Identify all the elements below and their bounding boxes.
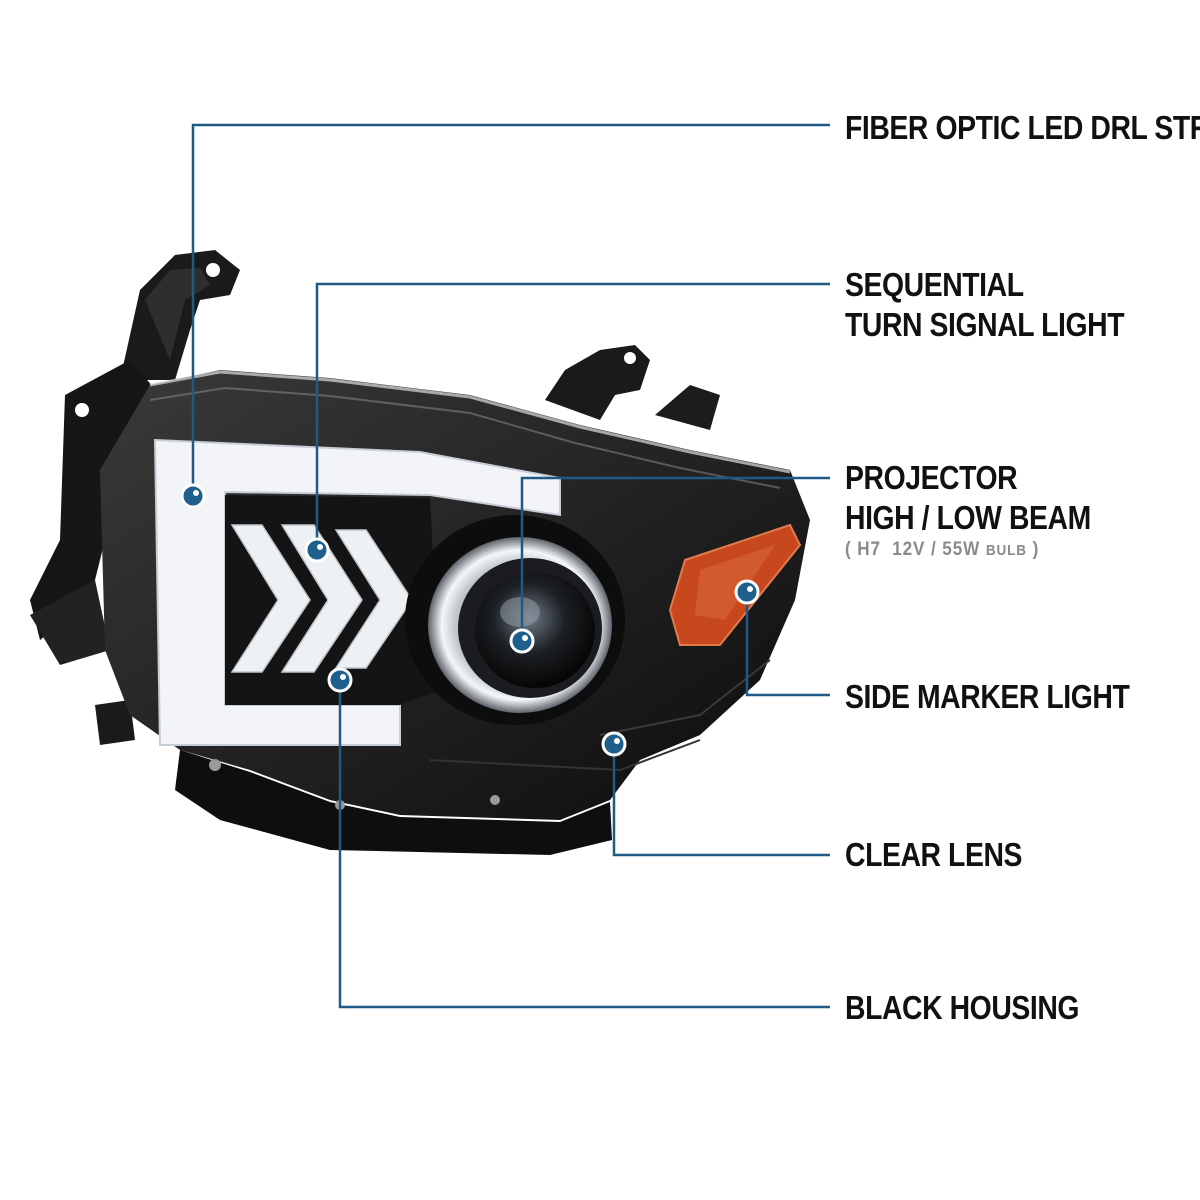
leader-line-sequential: [315, 282, 830, 550]
leader-line-fiber-optic: [191, 123, 830, 496]
callout-label-projector: PROJECTOR HIGH / LOW BEAM: [845, 459, 1091, 536]
leader-line-clear-lens: [612, 744, 830, 857]
callout-dot-side-marker: [734, 579, 760, 605]
callout-label-black-housing: BLACK HOUSING: [845, 989, 1080, 1026]
leader-line-black-housing: [338, 680, 830, 1009]
callout-label-clear-lens: CLEAR LENS: [845, 836, 1023, 873]
callout-label-side-marker: SIDE MARKER LIGHT: [845, 678, 1130, 715]
callout-dot-sequential: [304, 537, 330, 563]
callout-dot-black-housing: [327, 667, 353, 693]
projector-assembly: [405, 515, 625, 725]
callout-dot-clear-lens: [601, 731, 627, 757]
callout-label-sequential: SEQUENTIAL TURN SIGNAL LIGHT: [845, 266, 1125, 343]
leader-line-side-marker: [745, 592, 830, 697]
projector-bulb-spec: ( H7 12V / 55W BULB ): [845, 539, 1040, 560]
drl-strip: [153, 438, 561, 746]
mounting-bracket-right: [545, 345, 720, 430]
callout-dot-projector: [509, 628, 535, 654]
leader-line-projector: [520, 476, 830, 641]
callout-dot-fiber-optic: [180, 483, 206, 509]
callout-label-fiber-optic: FIBER OPTIC LED DRL STRIP: [845, 109, 1200, 146]
